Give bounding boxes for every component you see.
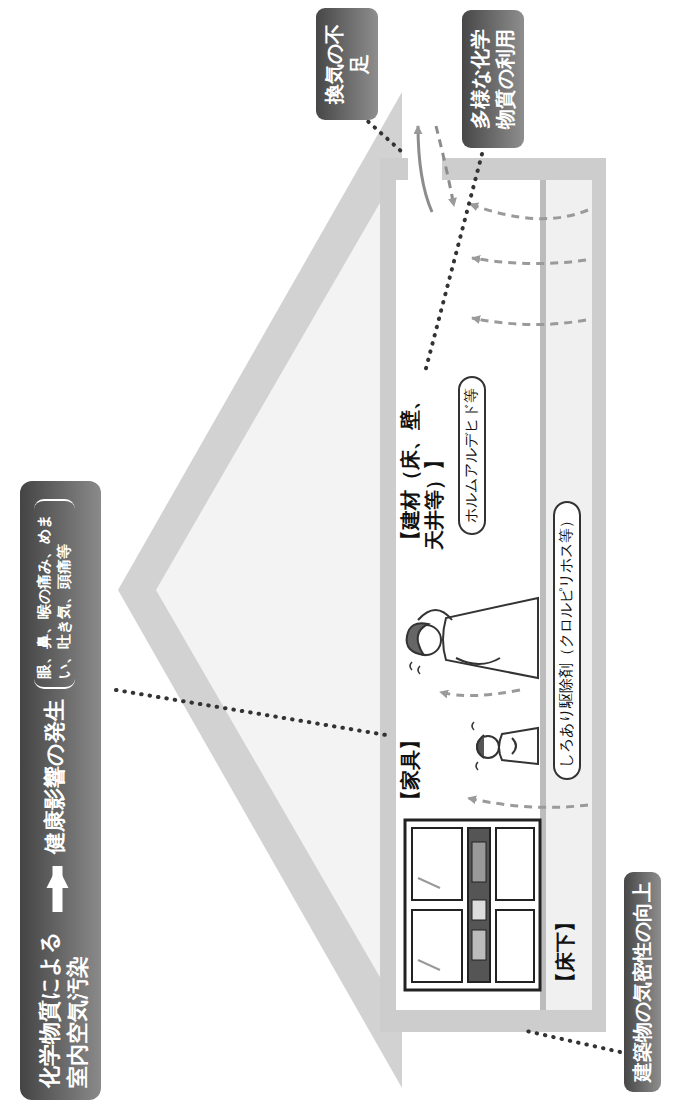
box-text: 健康影響の発生 [41,699,69,854]
substance-pill: しろあり駆除剤（クロルピリホス等） [553,501,581,780]
cause-box: 換気の不足 [316,8,378,120]
house-body [380,156,606,1032]
mother-figure [407,598,538,678]
cabinet [405,820,540,990]
box-text: しろあり駆除剤（クロルピリホス等） [557,513,577,768]
box-note: 眼、鼻、喉の痛み、めまい、吐き気、頭痛等 [34,499,75,689]
emission-arrows [440,204,588,807]
box-text: 化学物質による室内空気汚染 [36,918,91,1088]
box-text: 建築物の気密性の向上 [630,882,655,1082]
box-text: 多様な化学物質の利用 [468,20,518,138]
cause-box: 多様な化学物質の利用 [462,10,524,148]
box-text: ホルムアルデヒド等 [462,388,482,523]
place-label: 【床下】 [553,912,577,992]
ventilation-arrows [418,126,454,212]
flow-arrow [53,866,63,912]
place-label: 【家具】 [398,730,422,810]
roof [118,92,402,1088]
place-label: 【建材（床、壁、天井等）】 [398,385,446,550]
leader-lines [116,116,620,1052]
substance-pill: ホルムアルデヒド等 [458,376,486,535]
statement-box: 化学物質による室内空気汚染 [36,918,91,1088]
statement-box: 健康影響の発生 眼、鼻、喉の痛み、めまい、吐き気、頭痛等 [30,493,79,860]
box-text: 換気の不足 [322,18,372,110]
child-figure [472,722,538,770]
statement-band [20,481,101,1100]
cause-box: 建築物の気密性の向上 [624,872,661,1092]
